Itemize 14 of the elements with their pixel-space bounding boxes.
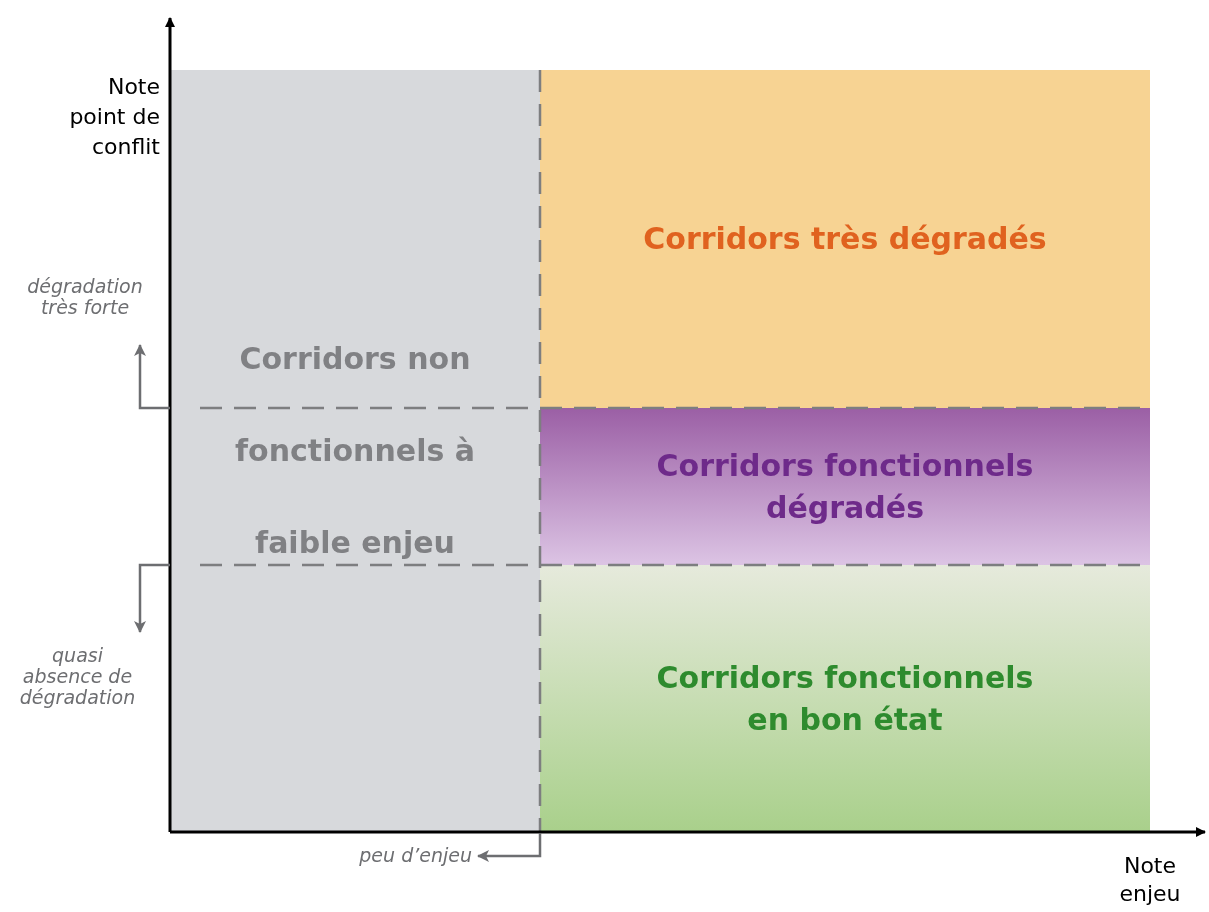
region-label: Corridors fonctionnels dégradés xyxy=(655,446,1035,527)
region-panel xyxy=(170,70,540,832)
region-panel xyxy=(540,70,1150,408)
region-panel xyxy=(540,565,1150,832)
arrow xyxy=(477,833,542,862)
region-label: Corridors très dégradés xyxy=(642,220,1048,258)
threshold-note: quasi absence de dégradation xyxy=(18,645,137,708)
region-panel xyxy=(540,408,1150,565)
axis-title: Note enjeu xyxy=(1118,852,1182,908)
axis-title: Note point de conflit xyxy=(68,73,160,161)
threshold-note: peu d’enjeu xyxy=(330,845,472,866)
region-label: Corridors fonctionnels en bon état xyxy=(655,658,1035,739)
threshold-note: dégradation très forte xyxy=(26,276,144,318)
region-label: Corridors non fonctionnels à faible enjeu xyxy=(234,340,476,562)
